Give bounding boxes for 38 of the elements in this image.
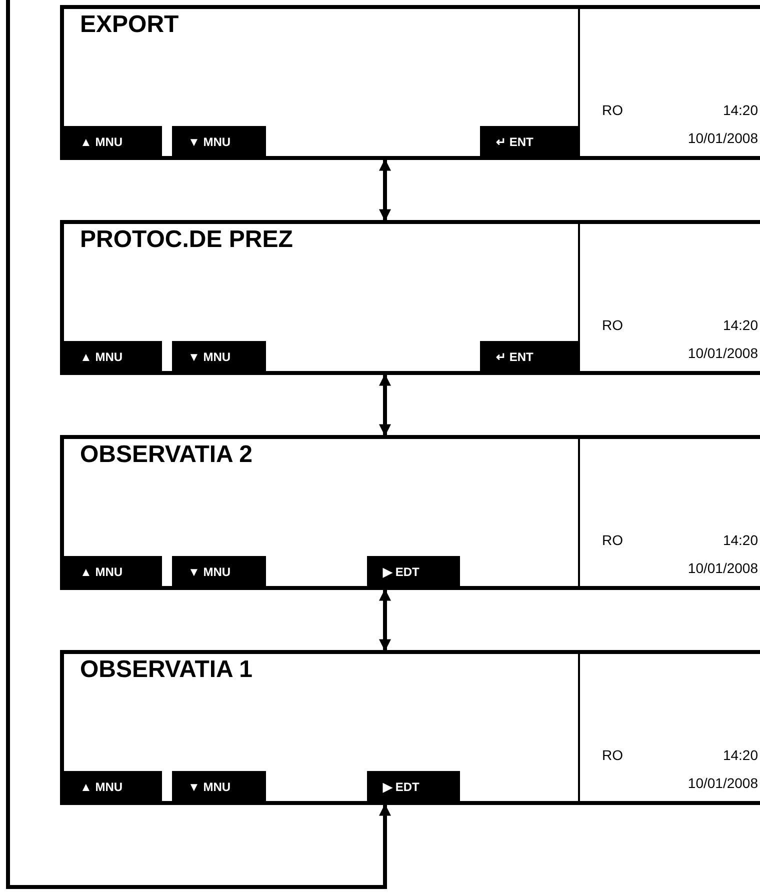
softkey-label: ↵ ENT [480,126,580,156]
screen-title: OBSERVATIA 2 [80,441,252,469]
softkey-label: ▼ MNU [172,341,266,371]
language-code: RO [602,317,623,333]
language-code: RO [602,102,623,118]
language-code: RO [602,747,623,763]
double-arrow [379,158,391,222]
lcd-screen [60,650,760,805]
double-arrow [379,374,391,436]
softkey-label: ▲ MNU [64,556,162,586]
screen-title: PROTOC.DE PREZ [80,226,293,254]
clock-time: 14:20 [722,317,758,333]
arrow [6,0,391,889]
clock-time: 14:20 [722,747,758,763]
date-text: 10/01/2008 [688,130,758,146]
clock-time: 14:20 [722,102,758,118]
clock-time: 14:20 [722,532,758,548]
softkey-label: ↵ ENT [480,341,580,371]
softkey-label: ▶ EDT [367,556,460,586]
lcd-screen [60,5,760,160]
status-panel [578,439,760,586]
lcd-screen [60,435,760,590]
softkey-label: ▼ MNU [172,556,266,586]
softkey-label: ▲ MNU [64,126,162,156]
double-arrow [379,588,391,652]
date-text: 10/01/2008 [688,560,758,576]
date-text: 10/01/2008 [688,775,758,791]
screen-title: EXPORT [80,11,179,39]
softkey-label: ▼ MNU [172,771,266,801]
language-code: RO [602,532,623,548]
lcd-screen [60,220,760,375]
softkey-label: ▼ MNU [172,126,266,156]
softkey-label: ▲ MNU [64,341,162,371]
status-panel [578,654,760,801]
softkey-label: ▶ EDT [367,771,460,801]
date-text: 10/01/2008 [688,345,758,361]
screen-title: OBSERVATIA 1 [80,656,252,684]
softkey-label: ▲ MNU [64,771,162,801]
